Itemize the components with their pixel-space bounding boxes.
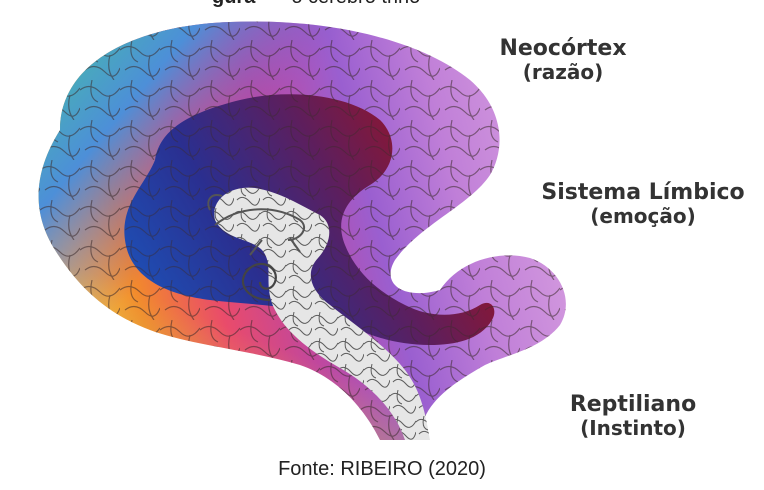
limbic-sub: (emoção) (530, 205, 756, 228)
neocortex-label: Neocórtex (razão) (478, 36, 648, 84)
reptilian-sub: (Instinto) (548, 417, 718, 440)
neocortex-name: Neocórtex (478, 36, 648, 61)
limbic-name: Sistema Límbico (530, 180, 756, 205)
limbic-label: Sistema Límbico (emoção) (530, 180, 756, 228)
reptilian-name: Reptiliano (548, 392, 718, 417)
figure-source: Fonte: RIBEIRO (2020) (0, 458, 764, 481)
reptilian-label: Reptiliano (Instinto) (548, 392, 718, 440)
neocortex-sub: (razão) (478, 61, 648, 84)
